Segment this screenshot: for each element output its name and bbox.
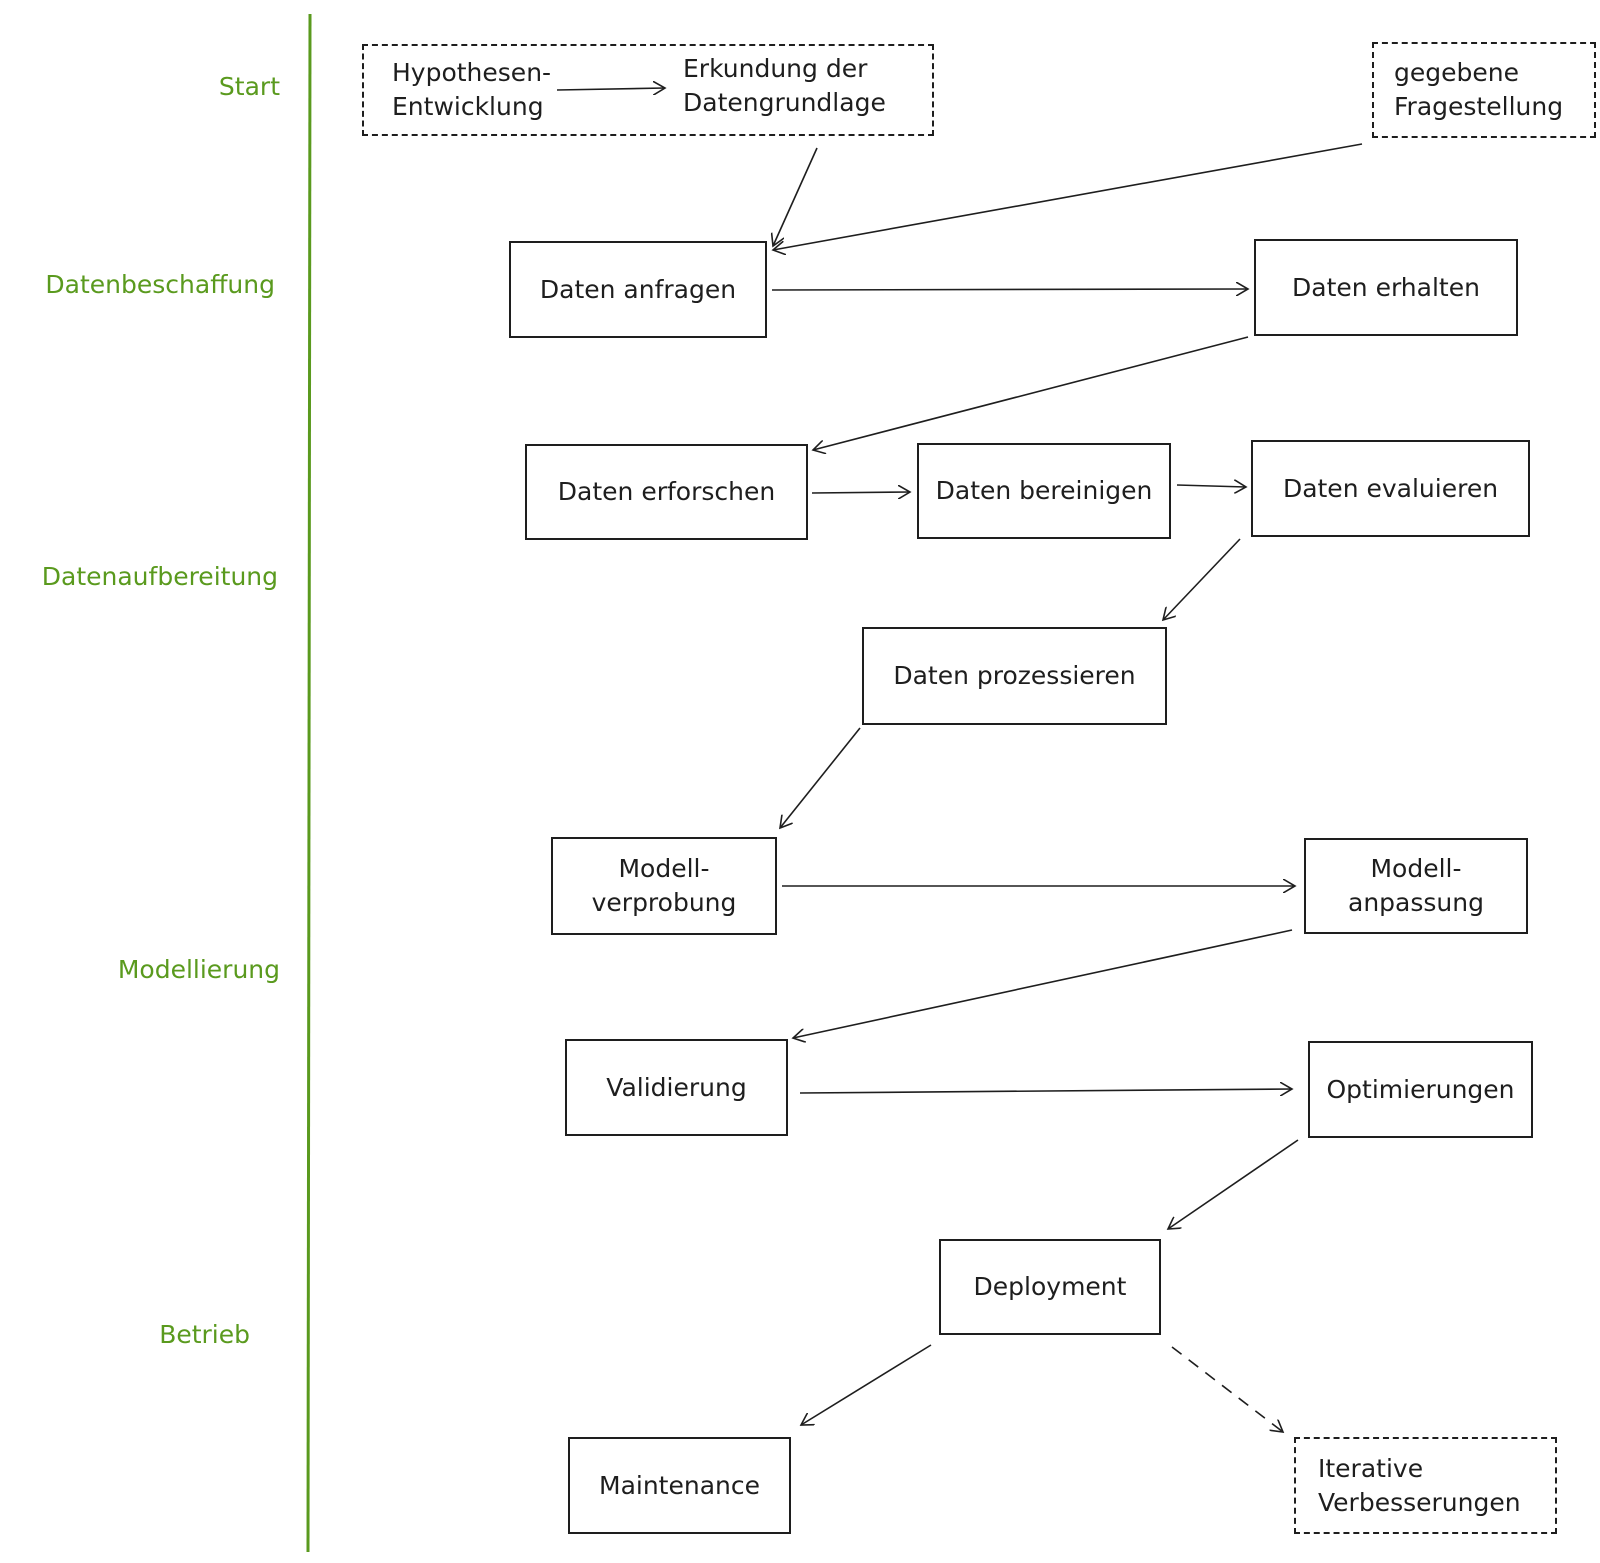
node-iterative-verbesserungen-label: Iterative Verbesserungen <box>1318 1453 1521 1517</box>
arrow-erforschen-to-bereinigen <box>811 492 910 493</box>
arrow-prozessieren-to-verprobung <box>780 727 861 828</box>
node-daten-bereinigen-label: Daten bereinigen <box>935 476 1153 506</box>
node-modellverprobung-label: Modell- verprobung <box>591 854 737 917</box>
node-hypothesen-entwicklung: Hypothesen- Entwicklung <box>392 58 552 121</box>
arrow-evaluieren-to-prozessieren <box>1163 538 1241 620</box>
start-hypothesis-group <box>362 44 934 136</box>
arrow-fragestellung-to-anfragen <box>773 143 1363 250</box>
node-gegebene-fragestellung-label: gegebene Fragestellung <box>1394 58 1564 121</box>
node-modellverprobung: Modell- verprobung <box>551 837 777 935</box>
node-optimierungen: Optimierungen <box>1308 1041 1533 1138</box>
node-daten-evaluieren-label: Daten evaluieren <box>1282 473 1499 503</box>
node-erkundung-datengrundlage: Erkundung der Datengrundlage <box>683 54 886 117</box>
phase-label-datenaufbereitung: Datenaufbereitung <box>41 562 278 591</box>
node-daten-prozessieren: Daten prozessieren <box>862 627 1167 725</box>
node-deployment: Deployment <box>939 1239 1161 1335</box>
node-maintenance-label: Maintenance <box>599 1470 760 1500</box>
phase-label-betrieb: Betrieb <box>159 1320 250 1349</box>
phase-label-datenbeschaffung: Datenbeschaffung <box>45 270 275 299</box>
node-daten-erhalten: Daten erhalten <box>1254 239 1518 336</box>
arrow-deployment-to-maintenance <box>801 1344 932 1425</box>
arrow-erhalten-to-erforschen <box>813 336 1249 450</box>
node-validierung: Validierung <box>565 1039 788 1136</box>
arrow-optimierungen-to-deployment <box>1168 1139 1299 1229</box>
node-gegebene-fragestellung: gegebene Fragestellung <box>1372 42 1596 138</box>
phase-timeline <box>306 13 312 1553</box>
arrow-hypothesen-to-erkundung <box>556 88 665 90</box>
node-daten-prozessieren-label: Daten prozessieren <box>893 661 1136 691</box>
node-modellanpassung: Modell- anpassung <box>1304 838 1528 934</box>
arrow-bereinigen-to-evaluieren <box>1176 485 1246 487</box>
node-modellanpassung-label: Modell- anpassung <box>1348 854 1484 917</box>
node-validierung-label: Validierung <box>606 1072 747 1102</box>
arrow-erkundung-to-anfragen <box>773 147 818 246</box>
node-daten-evaluieren: Daten evaluieren <box>1251 440 1530 537</box>
node-optimierungen-label: Optimierungen <box>1326 1074 1515 1104</box>
node-daten-bereinigen: Daten bereinigen <box>917 443 1171 539</box>
arrow-anpassung-to-validierung <box>793 929 1293 1038</box>
phase-label-start: Start <box>218 72 280 101</box>
node-maintenance: Maintenance <box>568 1437 791 1534</box>
arrow-validierung-to-optimierungen <box>799 1089 1292 1093</box>
arrow-deployment-to-iterative <box>1171 1346 1283 1432</box>
node-daten-anfragen: Daten anfragen <box>509 241 767 338</box>
node-deployment-label: Deployment <box>973 1272 1127 1302</box>
node-daten-erhalten-label: Daten erhalten <box>1292 272 1480 302</box>
node-daten-erforschen: Daten erforschen <box>525 444 808 540</box>
node-daten-erforschen-label: Daten erforschen <box>557 477 776 507</box>
node-daten-anfragen-label: Daten anfragen <box>539 274 737 304</box>
node-iterative-verbesserungen: Iterative Verbesserungen <box>1294 1437 1557 1534</box>
arrow-anfragen-to-erhalten <box>771 289 1248 290</box>
phase-label-modellierung: Modellierung <box>117 955 280 984</box>
